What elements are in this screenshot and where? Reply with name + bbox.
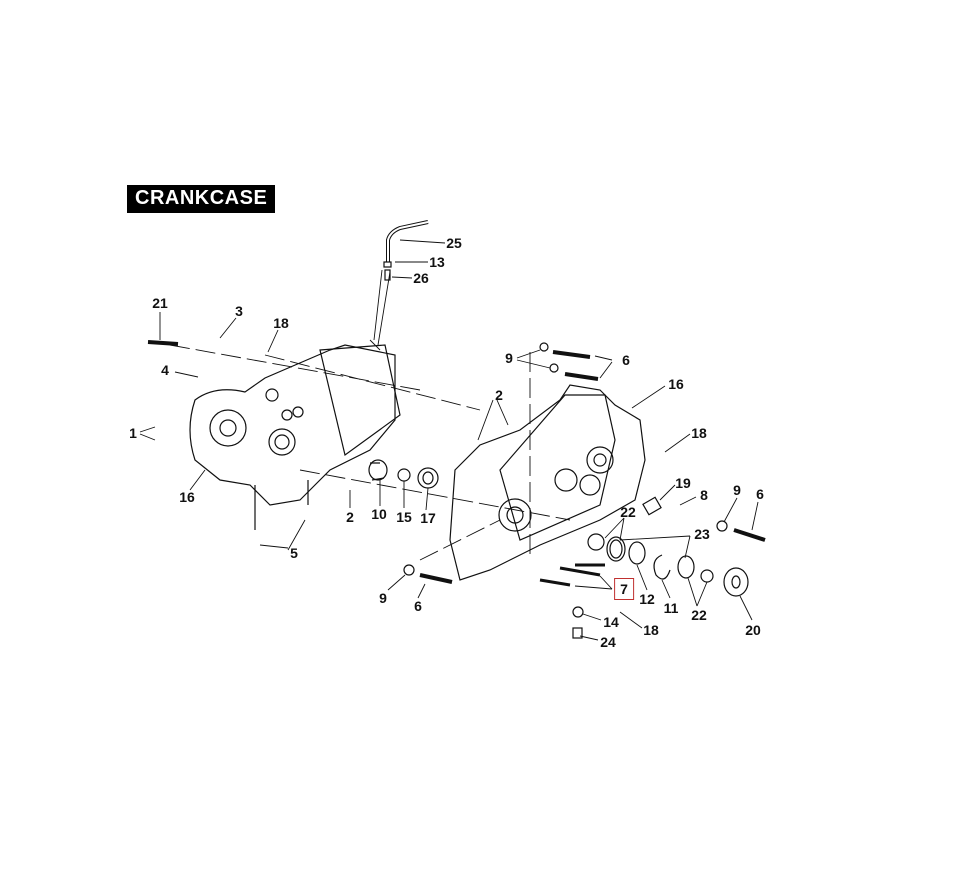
callout-25[interactable]: 25: [446, 235, 462, 251]
callout-8[interactable]: 8: [700, 487, 708, 503]
callout-21[interactable]: 21: [152, 295, 168, 311]
callout-11[interactable]: 11: [663, 600, 679, 616]
callout-18[interactable]: 18: [273, 315, 289, 331]
callout-9[interactable]: 9: [505, 350, 513, 366]
callout-9[interactable]: 9: [379, 590, 387, 606]
callout-1[interactable]: 1: [129, 425, 137, 441]
diagram-title: CRANKCASE: [127, 185, 276, 213]
callout-22[interactable]: 22: [691, 607, 707, 623]
callout-20[interactable]: 20: [745, 622, 761, 638]
callout-14[interactable]: 14: [603, 614, 619, 630]
callout-3[interactable]: 3: [235, 303, 243, 319]
callout-26[interactable]: 26: [413, 270, 429, 286]
callout-24[interactable]: 24: [600, 634, 616, 650]
callout-4[interactable]: 4: [161, 362, 169, 378]
callout-16[interactable]: 16: [179, 489, 195, 505]
callout-17[interactable]: 17: [420, 510, 436, 526]
callout-7-highlighted[interactable]: 7: [614, 578, 634, 600]
right-crankcase-half: [449, 384, 646, 581]
callout-19[interactable]: 19: [675, 475, 691, 491]
callout-18[interactable]: 18: [691, 425, 707, 441]
callout-10[interactable]: 10: [371, 506, 387, 522]
callout-6[interactable]: 6: [622, 352, 630, 368]
callout-2[interactable]: 2: [495, 387, 503, 403]
callout-2[interactable]: 2: [346, 509, 354, 525]
callout-16[interactable]: 16: [668, 376, 684, 392]
callout-13[interactable]: 13: [429, 254, 445, 270]
callout-5[interactable]: 5: [290, 545, 298, 561]
callout-15[interactable]: 15: [396, 509, 412, 525]
callout-22[interactable]: 22: [620, 504, 636, 520]
callout-23[interactable]: 23: [694, 526, 710, 542]
callout-18[interactable]: 18: [643, 622, 659, 638]
callout-9[interactable]: 9: [733, 482, 741, 498]
callout-12[interactable]: 12: [639, 591, 655, 607]
callout-6[interactable]: 6: [414, 598, 422, 614]
callout-6[interactable]: 6: [756, 486, 764, 502]
left-crankcase-half: [189, 344, 401, 530]
